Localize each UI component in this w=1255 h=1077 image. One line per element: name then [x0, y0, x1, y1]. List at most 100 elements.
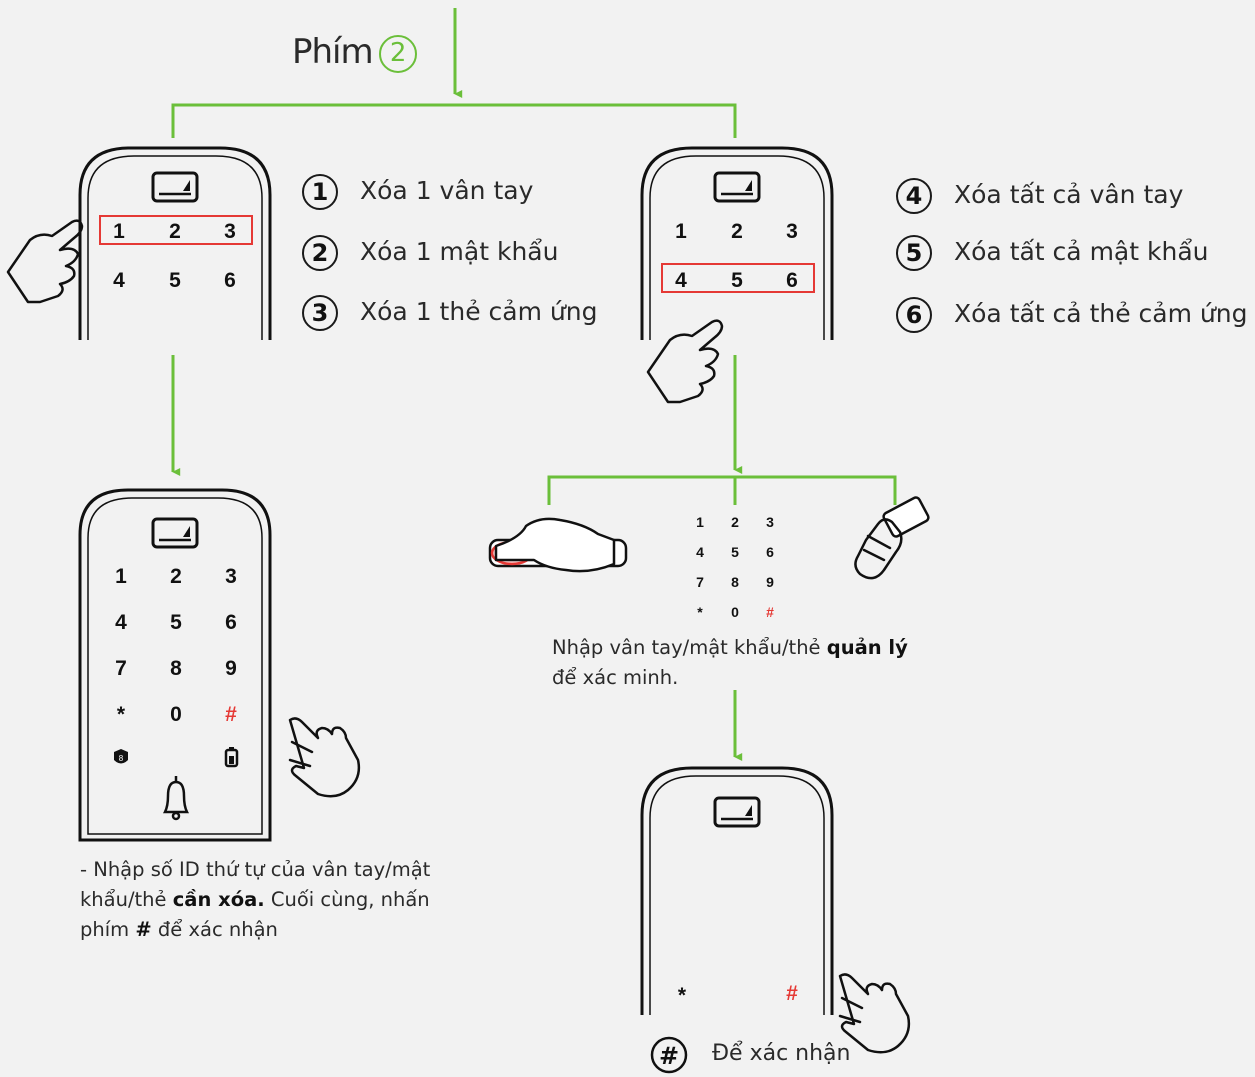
fingerprint-sensor-icon	[151, 517, 199, 549]
key-7: 7	[115, 657, 127, 680]
battery-icon	[224, 747, 239, 768]
lock-device-top-right	[640, 146, 834, 340]
lock-device-top-left	[78, 146, 272, 340]
key-hash: #	[766, 604, 774, 620]
option-number: 6	[896, 297, 932, 333]
lock-device-confirm	[640, 766, 834, 1015]
option-label: Xóa 1 vân tay	[360, 176, 534, 205]
key-3: 3	[766, 514, 774, 530]
key-4: 4	[675, 269, 687, 292]
card-tap-icon	[854, 496, 930, 580]
key-7: 7	[696, 574, 704, 590]
key-6: 6	[225, 611, 237, 634]
delete-note: - Nhập số ID thứ tự của vân tay/mật khẩu…	[80, 855, 465, 945]
delete-note-hash: #	[135, 918, 152, 941]
hand-pressing-icon	[838, 973, 911, 1054]
key-8: 8	[170, 657, 182, 680]
key-1: 1	[675, 220, 687, 243]
key-8: 8	[731, 574, 739, 590]
keypad-full: 1 2 3 4 5 6 7 8 9 * 0 #	[115, 565, 237, 726]
hand-pointing-icon	[6, 219, 84, 304]
key-star: *	[117, 703, 126, 726]
option-label: Xóa tất cả vân tay	[954, 180, 1184, 209]
key-0: 0	[170, 703, 182, 726]
option-number: 3	[302, 295, 338, 331]
key-5: 5	[169, 269, 181, 292]
top-connector	[171, 8, 737, 138]
confirm-label: Để xác nhận	[712, 1041, 851, 1066]
hand-pressing-icon	[288, 717, 361, 798]
key-9: 9	[766, 574, 774, 590]
hash-confirm-icon: #	[650, 1036, 688, 1074]
key-4: 4	[696, 544, 704, 560]
key-1: 1	[696, 514, 704, 530]
delete-note-text: - Nhập số ID thứ tự của vân tay/mật khẩu…	[80, 858, 431, 911]
key-3: 3	[224, 220, 236, 243]
key-1: 1	[115, 565, 127, 588]
key-6: 6	[766, 544, 774, 560]
option-6: 6 Xóa tất cả thẻ cảm ứng	[896, 297, 1247, 333]
key-2: 2	[731, 514, 739, 530]
key-5: 5	[731, 544, 739, 560]
lock-device-full-keypad	[78, 488, 272, 842]
key-4: 4	[115, 611, 127, 634]
key-2: 2	[169, 220, 181, 243]
keypad-top-right: 1 2 3 4 5 6	[675, 220, 798, 292]
option-label: Xóa 1 thẻ cảm ứng	[360, 297, 598, 326]
option-number: 2	[302, 235, 338, 271]
fingerprint-sensor-icon	[713, 171, 761, 203]
key-1: 1	[113, 220, 125, 243]
key-9: 9	[225, 657, 237, 680]
verify-note-text2: để xác minh.	[552, 666, 679, 689]
option-3: 3 Xóa 1 thẻ cảm ứng	[302, 295, 597, 331]
verify-note-bold: quản lý	[826, 636, 908, 659]
option-number: 4	[896, 178, 932, 214]
key-3: 3	[225, 565, 237, 588]
highlight-keys-456	[661, 263, 815, 293]
key-6: 6	[786, 269, 798, 292]
key-2: 2	[731, 220, 743, 243]
key-4: 4	[113, 269, 125, 292]
fingerprint-scan-icon	[488, 517, 628, 573]
key-2: 2	[170, 565, 182, 588]
keypad-top-left: 1 2 3 4 5 6	[113, 220, 236, 292]
key-3: 3	[786, 220, 798, 243]
svg-text:8: 8	[119, 754, 124, 763]
delete-note-text3: để xác nhận	[157, 918, 278, 941]
key-5: 5	[170, 611, 182, 634]
title-text: Phím	[292, 32, 374, 72]
key-hash: #	[786, 982, 798, 1005]
option-1: 1 Xóa 1 vân tay	[302, 174, 533, 210]
key-star: *	[678, 984, 687, 1007]
option-label: Xóa tất cả thẻ cảm ứng	[954, 299, 1248, 328]
key-0: 0	[731, 604, 739, 620]
title-number-badge: 2	[378, 34, 417, 73]
verify-note-text: Nhập vân tay/mật khẩu/thẻ	[552, 636, 821, 659]
delete-note-text2: Cuối cùng, nhấn phím	[80, 888, 430, 941]
svg-text:#: #	[659, 1042, 679, 1070]
highlight-keys-123	[99, 215, 253, 245]
delete-note-bold: cần xóa.	[172, 888, 265, 911]
key-star: *	[697, 604, 703, 620]
fingerprint-sensor-icon	[151, 171, 199, 203]
keypad-small: 1 2 3 4 5 6 7 8 9 * 0 #	[696, 514, 774, 620]
key-6: 6	[224, 269, 236, 292]
fingerprint-sensor-icon	[713, 796, 761, 828]
option-2: 2 Xóa 1 mật khẩu	[302, 235, 558, 271]
option-number: 5	[896, 235, 932, 271]
bell-icon	[162, 776, 190, 821]
shield-icon: 8	[114, 749, 128, 764]
verify-note: Nhập vân tay/mật khẩu/thẻ quản lý để xác…	[552, 633, 942, 693]
flow-arrows	[171, 355, 897, 761]
option-4: 4 Xóa tất cả vân tay	[896, 178, 1183, 214]
hand-pointing-icon	[646, 319, 724, 404]
option-5: 5 Xóa tất cả mật khẩu	[896, 235, 1208, 271]
option-label: Xóa 1 mật khẩu	[360, 237, 559, 266]
option-number: 1	[302, 174, 338, 210]
key-5: 5	[731, 269, 743, 292]
option-label: Xóa tất cả mật khẩu	[954, 237, 1209, 266]
key-hash: #	[225, 703, 237, 726]
